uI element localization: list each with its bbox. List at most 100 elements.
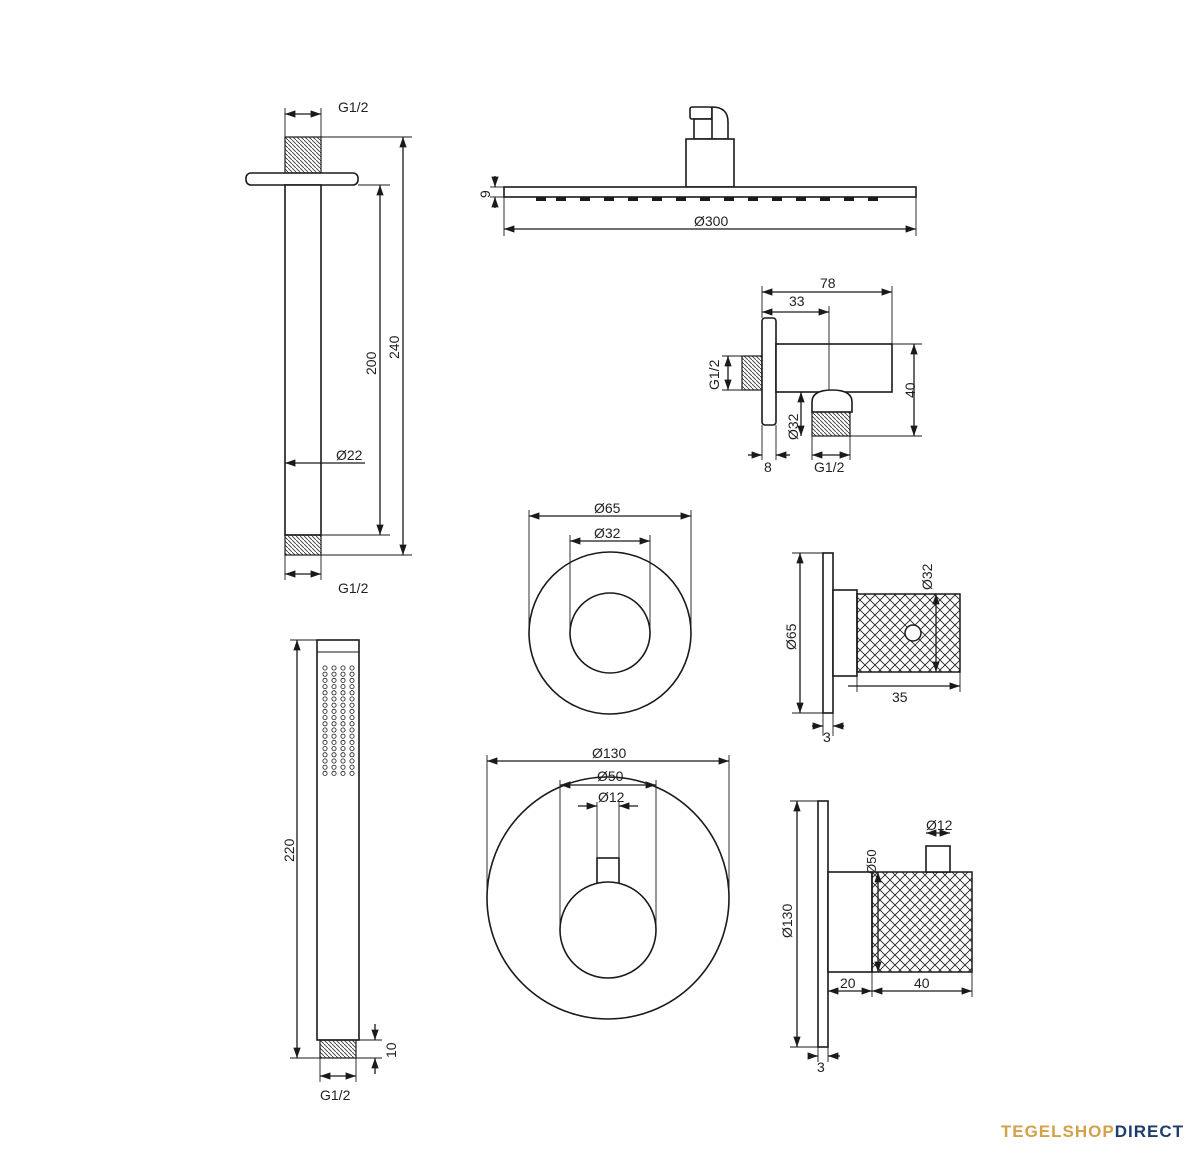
nozzle (349, 690, 355, 696)
brand-logo: TEGELSHOPDIRECT (1001, 1122, 1184, 1142)
large-rosette-front (486, 755, 730, 1020)
nozzle (340, 715, 346, 721)
hand-thread-label: G1/2 (320, 1087, 351, 1103)
nozzle (331, 677, 337, 683)
head-thickness-label: 9 (477, 190, 493, 198)
nozzle (340, 702, 346, 708)
side2-20-label: 20 (840, 975, 856, 991)
nozzle (349, 708, 355, 714)
nozzle (340, 721, 346, 727)
side2-40-label: 40 (914, 975, 930, 991)
nozzle (349, 770, 355, 776)
nozzle (322, 671, 328, 677)
nozzle (349, 739, 355, 745)
nozzle (331, 684, 337, 690)
elbow-8-label: 8 (764, 459, 772, 475)
nozzle (322, 677, 328, 683)
nozzle (331, 739, 337, 745)
nozzle (349, 727, 355, 733)
side1-65-label: Ø65 (783, 623, 799, 650)
elbow-40-label: 40 (902, 382, 918, 398)
side2-50-label: Ø50 (864, 849, 879, 874)
nozzle (340, 727, 346, 733)
ceiling-arm (245, 108, 412, 580)
nozzle (349, 752, 355, 758)
nozzle (340, 671, 346, 677)
nozzle (349, 677, 355, 683)
nozzle (340, 746, 346, 752)
arm-diameter-label: Ø22 (336, 447, 363, 463)
nozzle (349, 758, 355, 764)
nozzle (331, 708, 337, 714)
side1-35-label: 35 (892, 689, 908, 705)
hand-10-label: 10 (383, 1042, 399, 1058)
nozzle (322, 739, 328, 745)
logo-part2: DIRECT (1114, 1122, 1184, 1141)
nozzle (349, 733, 355, 739)
nozzle (340, 690, 346, 696)
elbow-78-label: 78 (820, 275, 836, 291)
nozzle (331, 752, 337, 758)
elbow-33-label: 33 (789, 293, 805, 309)
nozzle (322, 708, 328, 714)
nozzle (331, 733, 337, 739)
nozzle (331, 702, 337, 708)
nozzle (340, 708, 346, 714)
nozzle (349, 715, 355, 721)
nozzle (331, 758, 337, 764)
nozzle (349, 665, 355, 671)
nozzle (340, 764, 346, 770)
small-rosette-front (528, 510, 692, 715)
nozzle (331, 721, 337, 727)
nozzle (340, 665, 346, 671)
large-knob-side (790, 800, 973, 1062)
nozzle (331, 671, 337, 677)
nozzle (322, 733, 328, 739)
nozzle (322, 690, 328, 696)
hand-220-label: 220 (281, 838, 297, 862)
nozzle (331, 746, 337, 752)
elbow-thread-bottom-label: G1/2 (814, 459, 845, 475)
plate-130-label: Ø130 (592, 745, 626, 761)
nozzle (349, 721, 355, 727)
side1-32-label: Ø32 (919, 563, 935, 590)
plate-50-label: Ø50 (597, 768, 624, 784)
arm-length-200-label: 200 (363, 351, 379, 375)
side2-12-label: Ø12 (926, 817, 953, 833)
nozzle (322, 721, 328, 727)
elbow-thread-left-label: G1/2 (706, 359, 722, 390)
side2-3-label: 3 (817, 1059, 825, 1075)
nozzle (331, 770, 337, 776)
elbow-32-label: Ø32 (785, 413, 801, 440)
nozzle (322, 665, 328, 671)
small-knob-side (792, 552, 961, 736)
head-diameter-label: Ø300 (694, 213, 728, 229)
side2-130-label: Ø130 (779, 904, 795, 938)
nozzle (331, 727, 337, 733)
nozzle (322, 727, 328, 733)
nozzle (331, 696, 337, 702)
nozzle (322, 715, 328, 721)
arm-thread-top-label: G1/2 (338, 99, 369, 115)
nozzle (331, 764, 337, 770)
arm-thread-bottom-label: G1/2 (338, 580, 369, 596)
nozzle (331, 665, 337, 671)
nozzle (349, 671, 355, 677)
wall-elbow (722, 286, 922, 460)
logo-part1: TEGELSHOP (1000, 1122, 1115, 1141)
side1-3-label: 3 (823, 729, 831, 745)
nozzle (349, 702, 355, 708)
nozzle (340, 739, 346, 745)
nozzle (322, 758, 328, 764)
nozzle (349, 764, 355, 770)
nozzle (331, 690, 337, 696)
nozzle (349, 684, 355, 690)
nozzle (340, 733, 346, 739)
nozzle (340, 696, 346, 702)
nozzle (322, 684, 328, 690)
hand-shower (290, 639, 382, 1082)
shower-head (490, 106, 917, 236)
nozzle (322, 696, 328, 702)
nozzle (349, 746, 355, 752)
